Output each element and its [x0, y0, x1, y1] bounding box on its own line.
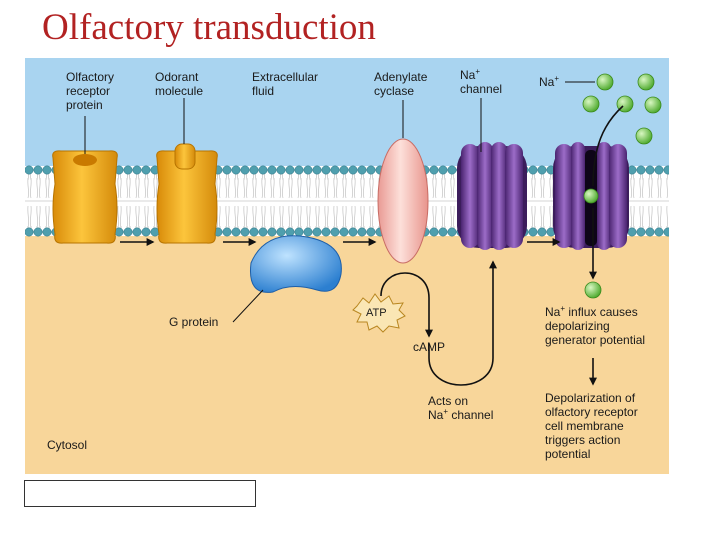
- label-acts-on-na-channel: Acts on Na+ channel: [428, 394, 494, 422]
- receptor-with-odorant: [156, 143, 218, 244]
- na-channel-open: [553, 142, 629, 250]
- sodium-ions: [582, 73, 662, 299]
- label-g-protein: G protein: [169, 315, 219, 329]
- g-protein: [249, 235, 342, 293]
- diagram-artwork: [25, 58, 669, 474]
- odorant-molecule: [174, 143, 196, 170]
- olfactory-receptor-protein: [52, 150, 118, 244]
- pathway-arrows: [120, 105, 624, 386]
- na-channel-closed: [457, 142, 527, 250]
- leader-lines: [84, 81, 595, 323]
- caption-box: [24, 480, 256, 507]
- label-na-channel: Na+ channel: [460, 67, 503, 97]
- label-atp: ATP: [366, 307, 387, 319]
- label-camp: cAMP: [413, 340, 446, 354]
- slide-title: Olfactory transduction: [42, 7, 376, 48]
- atp-burst: [352, 293, 406, 333]
- label-extracellular-fluid: Extracellular fluid: [252, 70, 319, 98]
- label-olfactory-receptor-protein: Olfactory receptor protein: [66, 70, 115, 112]
- label-odorant-molecule: Odorant molecule: [155, 70, 204, 98]
- label-adenylate-cyclase: Adenylate cyclase: [374, 70, 428, 98]
- olfactory-transduction-diagram: Olfactory receptor protein Odorant molec…: [25, 58, 669, 474]
- adenylate-cyclase: [377, 138, 429, 264]
- label-na-ion: Na+: [539, 74, 560, 90]
- label-na-influx: Na+ influx causes depolarizing generator…: [545, 304, 646, 348]
- label-depolarization: Depolarization of olfactory receptor cel…: [545, 391, 638, 461]
- label-cytosol: Cytosol: [47, 438, 88, 452]
